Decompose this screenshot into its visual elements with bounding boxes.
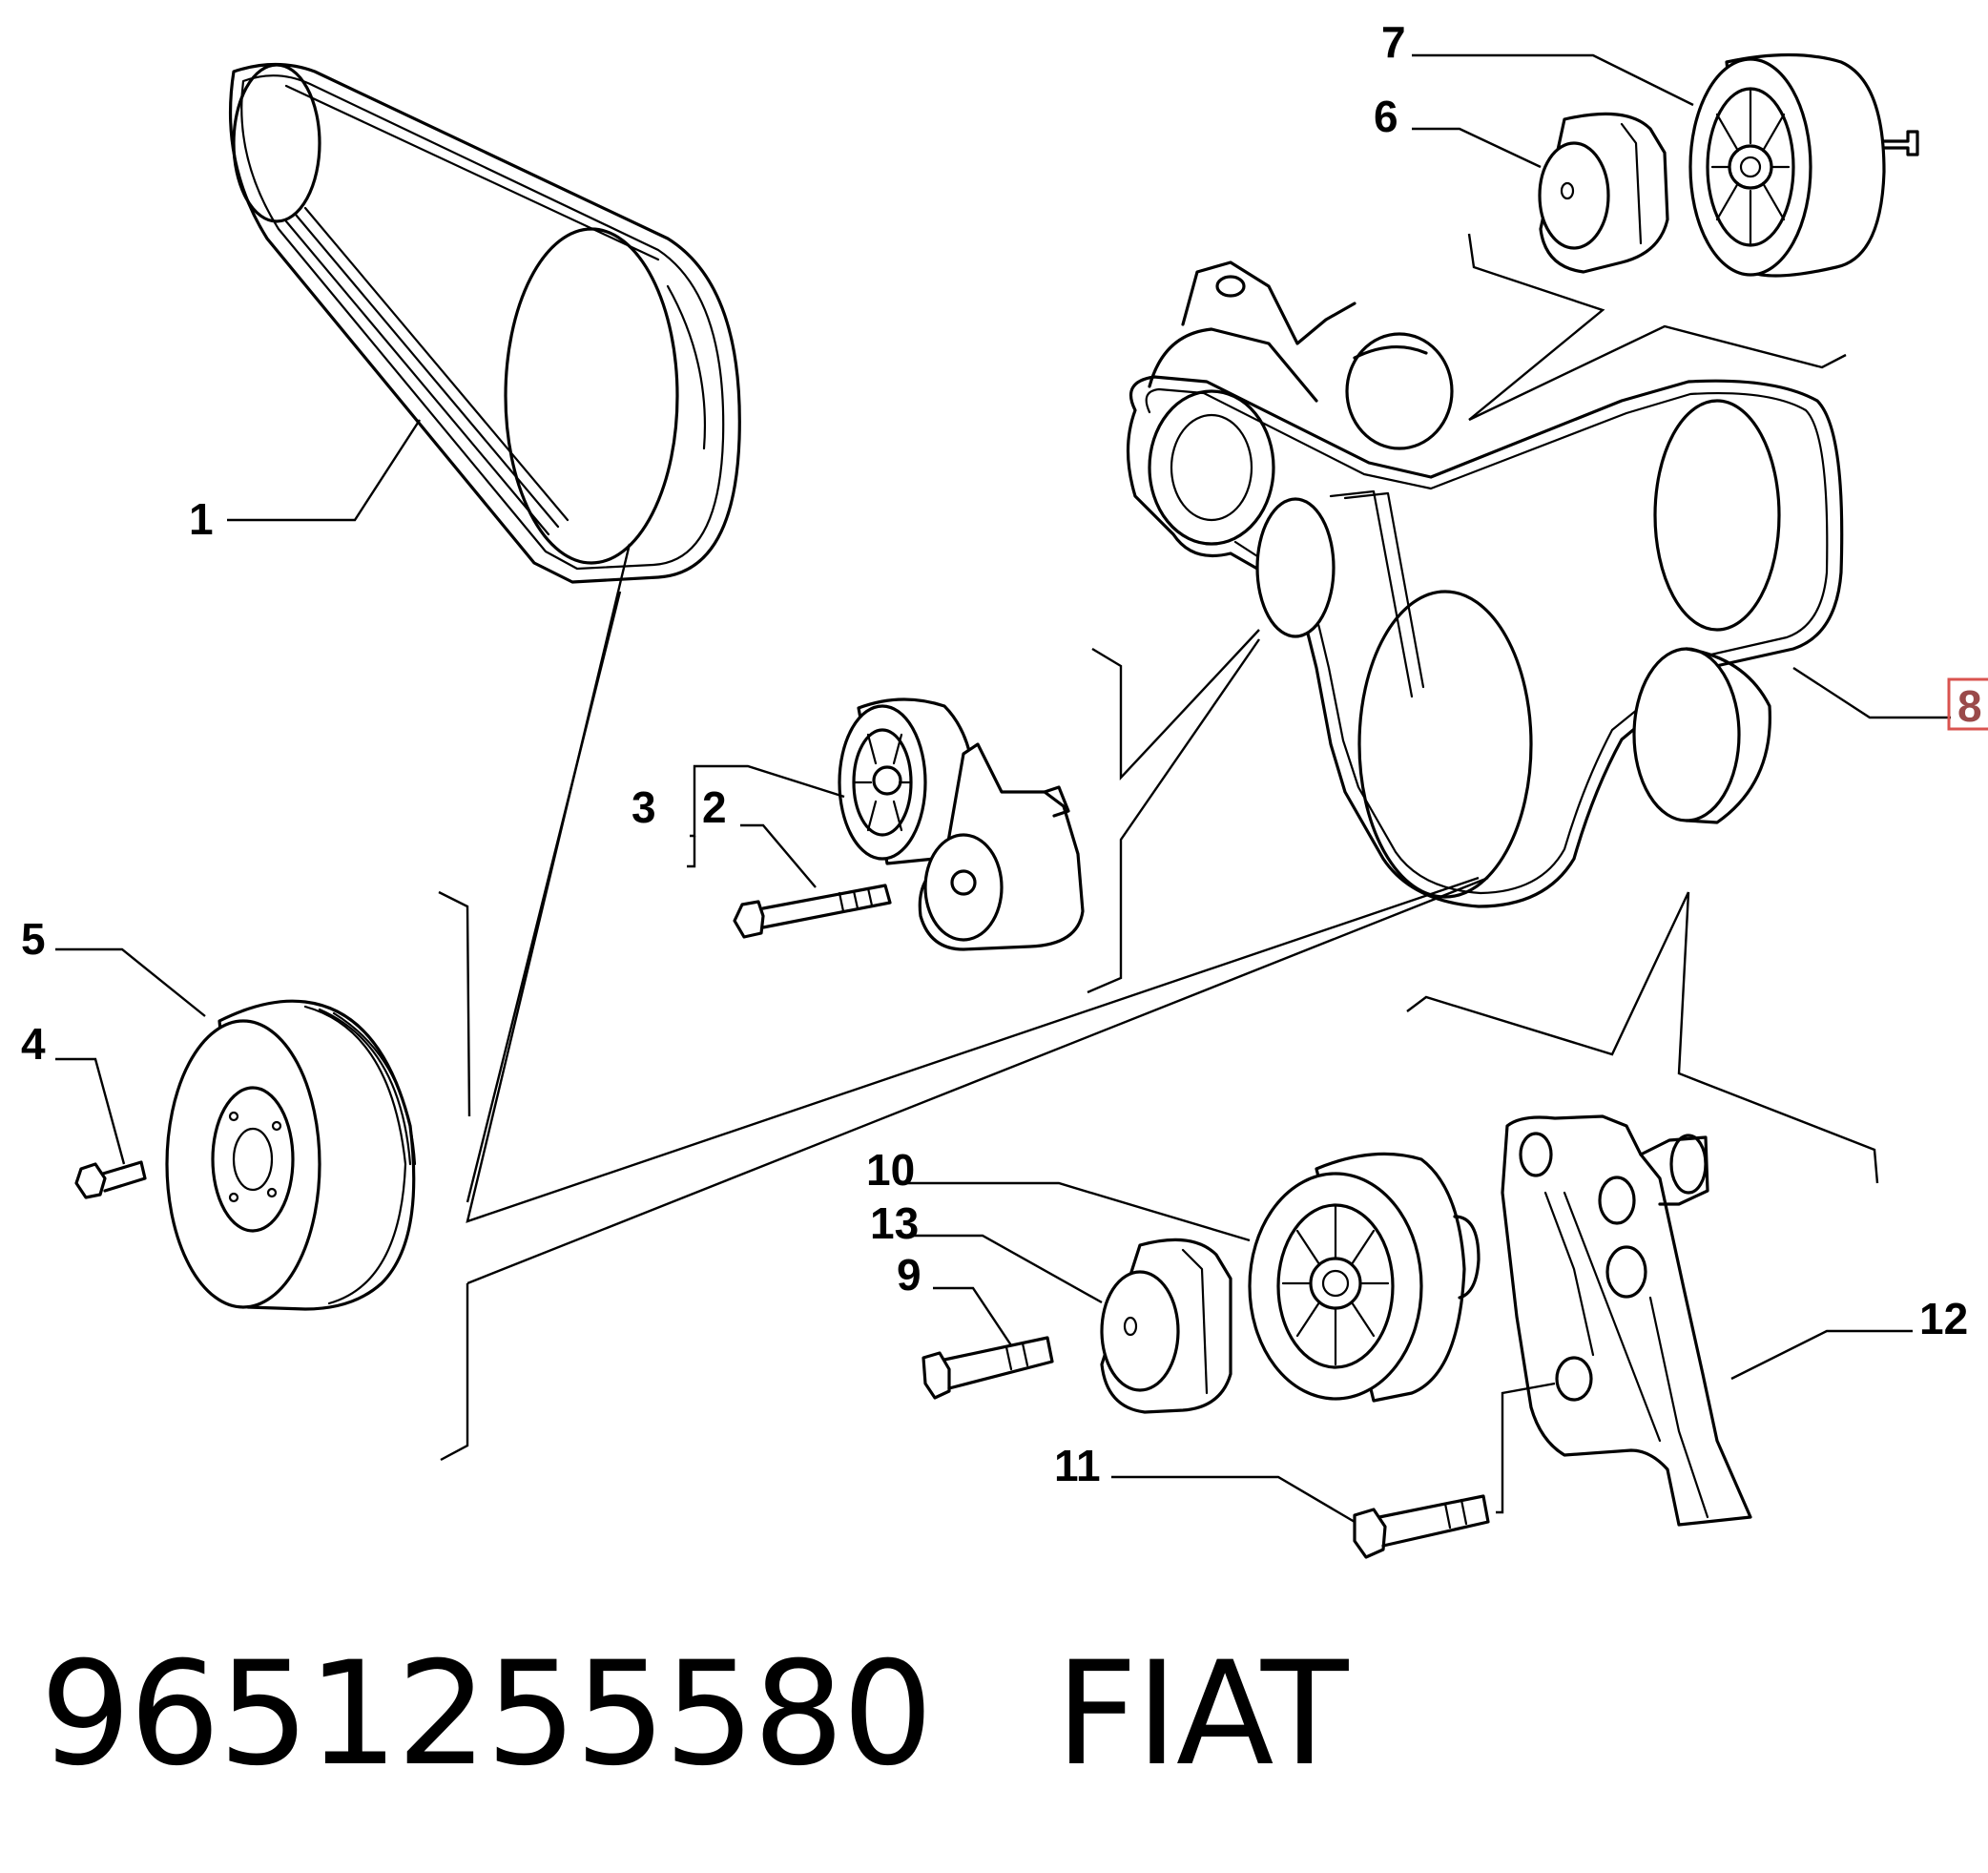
callout-8-highlight-box (1947, 677, 1988, 731)
assembly-leader-lines (438, 233, 1879, 1462)
callout-10: 10 (866, 1145, 915, 1195)
crank-pulley-5 (165, 999, 417, 1311)
callout-7: 7 (1381, 17, 1406, 67)
callout-4: 4 (21, 1019, 46, 1069)
callout-13: 13 (870, 1198, 919, 1248)
callout-6: 6 (1374, 92, 1398, 141)
part-number: 9651255580 (40, 1632, 933, 1798)
callout-11: 11 (1054, 1441, 1101, 1490)
bolt-2 (733, 884, 892, 939)
belt-assembly-8 (1126, 260, 1844, 908)
bolt-9 (922, 1336, 1054, 1400)
bracket-12 (1501, 1114, 1752, 1527)
callout-12: 12 (1919, 1294, 1968, 1343)
callout-5: 5 (21, 914, 46, 964)
callout-8: 8 (1957, 681, 1982, 731)
callout-9: 9 (897, 1250, 922, 1300)
pulley-cap-13 (1100, 1238, 1232, 1414)
bolt-4 (74, 1160, 147, 1199)
callout-2: 2 (702, 782, 727, 832)
idler-pulley-10 (1248, 1152, 1481, 1403)
callout-1: 1 (189, 494, 214, 544)
brand-name: FIAT (1055, 1632, 1348, 1798)
idler-pulley-7 (1688, 52, 1919, 278)
pulley-cap-6 (1538, 112, 1669, 274)
callout-labels: 1 2 3 4 5 6 7 9 10 11 12 13 8 (21, 17, 1988, 1490)
bolt-11 (1353, 1494, 1490, 1559)
belt-1 (228, 62, 741, 584)
callout-3: 3 (632, 782, 656, 832)
tensioner-3 (838, 697, 1085, 951)
callout-leaders (55, 53, 1951, 1524)
